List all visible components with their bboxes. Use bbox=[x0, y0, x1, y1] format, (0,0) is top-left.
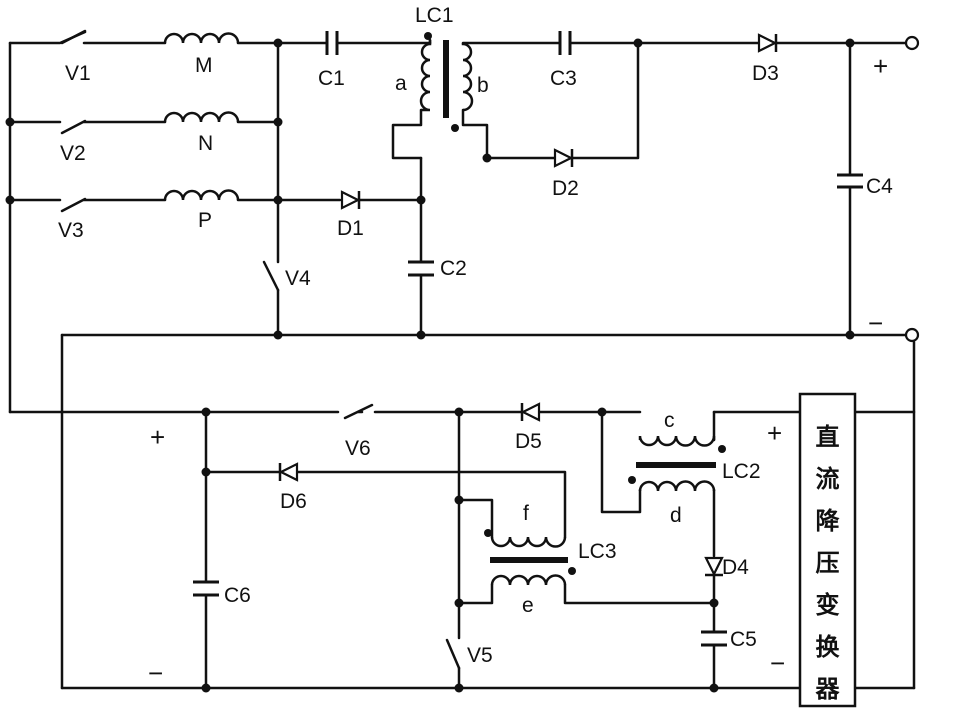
switch-v2 bbox=[62, 121, 85, 133]
label-d1: D1 bbox=[337, 217, 364, 240]
svg-text:变: 变 bbox=[816, 591, 840, 619]
switch-v1 bbox=[62, 31, 85, 43]
sign-plus-converter: + bbox=[767, 418, 782, 448]
diode-d4 bbox=[705, 558, 723, 575]
transformer-lc3 bbox=[484, 529, 576, 585]
junction-dots bbox=[6, 39, 855, 693]
lc2-polarity-dot-c bbox=[718, 445, 726, 453]
capacitor-c3 bbox=[560, 31, 570, 55]
sign-minus-left: − bbox=[148, 658, 163, 688]
label-winding-d: d bbox=[670, 504, 682, 527]
capacitor-c2 bbox=[408, 262, 434, 275]
label-d6: D6 bbox=[280, 490, 307, 513]
lc3-polarity-dot-f bbox=[484, 529, 492, 537]
lc1-polarity-dot-b bbox=[451, 124, 459, 132]
wires bbox=[10, 32, 914, 688]
svg-text:器: 器 bbox=[815, 675, 841, 703]
label-winding-c: c bbox=[664, 409, 675, 432]
label-lc1: LC1 bbox=[415, 4, 454, 27]
label-c2: C2 bbox=[440, 257, 467, 280]
label-winding-f: f bbox=[523, 502, 529, 525]
label-c1: C1 bbox=[318, 67, 345, 90]
label-v4: V4 bbox=[285, 267, 311, 290]
label-c5: C5 bbox=[730, 628, 757, 651]
lc3-polarity-dot-e bbox=[568, 567, 576, 575]
label-winding-b: b bbox=[477, 74, 489, 97]
inductor-m bbox=[165, 34, 238, 44]
output-terminal-negative bbox=[906, 329, 918, 341]
label-v5: V5 bbox=[467, 644, 493, 667]
label-c6: C6 bbox=[224, 584, 251, 607]
switch-v4 bbox=[264, 262, 278, 290]
transformer-lc2 bbox=[628, 436, 726, 491]
label-lc3: LC3 bbox=[578, 540, 617, 563]
sign-minus-output: − bbox=[868, 308, 883, 338]
capacitor-c6 bbox=[193, 582, 219, 595]
transformer-lc1 bbox=[421, 32, 472, 132]
label-c4: C4 bbox=[866, 175, 893, 198]
diode-d6 bbox=[280, 463, 297, 481]
label-v6: V6 bbox=[345, 437, 371, 460]
label-d2: D2 bbox=[552, 177, 579, 200]
diode-d3 bbox=[759, 34, 776, 52]
lc2-polarity-dot-d bbox=[628, 476, 636, 484]
label-lc2: LC2 bbox=[722, 460, 761, 483]
diode-d5 bbox=[522, 403, 539, 421]
svg-text:换: 换 bbox=[816, 633, 841, 661]
inductor-p bbox=[165, 191, 238, 201]
labels: V1 V2 V3 V4 V5 V6 M N P C1 C2 C3 C4 C5 C… bbox=[58, 4, 893, 688]
label-v2: V2 bbox=[60, 142, 86, 165]
svg-text:压: 压 bbox=[816, 549, 840, 577]
diode-d1 bbox=[342, 191, 359, 209]
label-p: P bbox=[198, 209, 212, 232]
inductor-n bbox=[165, 113, 238, 123]
output-terminal-positive bbox=[906, 37, 918, 49]
label-d3: D3 bbox=[752, 62, 779, 85]
label-winding-e: e bbox=[522, 594, 534, 617]
label-d5: D5 bbox=[515, 430, 542, 453]
sign-plus-left: + bbox=[150, 422, 165, 452]
label-d4: D4 bbox=[722, 556, 749, 579]
label-winding-a: a bbox=[395, 72, 407, 95]
label-c3: C3 bbox=[550, 67, 577, 90]
diode-d2 bbox=[555, 149, 572, 167]
capacitor-c4 bbox=[837, 175, 863, 187]
sign-plus-output: + bbox=[873, 51, 888, 81]
switch-v3 bbox=[62, 199, 85, 211]
svg-text:直: 直 bbox=[816, 423, 840, 451]
sign-minus-converter: − bbox=[770, 648, 785, 678]
capacitor-c1 bbox=[327, 31, 337, 55]
label-v1: V1 bbox=[65, 62, 91, 85]
label-n: N bbox=[198, 132, 213, 155]
capacitor-c5 bbox=[701, 632, 727, 645]
lc1-polarity-dot-a bbox=[424, 32, 432, 40]
label-m: M bbox=[195, 54, 213, 77]
svg-text:降: 降 bbox=[816, 507, 841, 535]
label-v3: V3 bbox=[58, 219, 84, 242]
svg-text:流: 流 bbox=[816, 465, 840, 493]
